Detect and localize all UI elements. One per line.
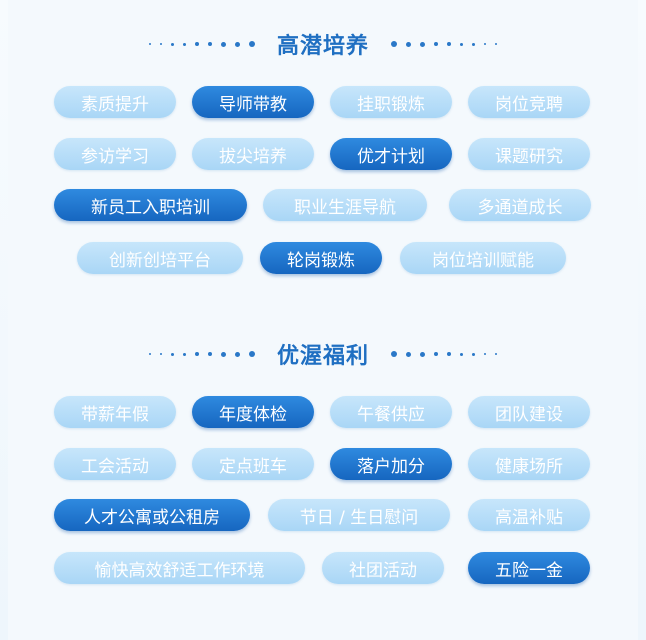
tag-item: 创新创培平台 (77, 242, 243, 274)
dots-left (148, 41, 255, 47)
tag-item: 课题研究 (468, 138, 590, 170)
tag-item: 年度体检 (192, 396, 314, 428)
tag-item: 高温补贴 (468, 499, 590, 531)
tag-item: 带薪年假 (54, 396, 176, 428)
tag-item: 岗位竞聘 (468, 86, 590, 118)
tag-item: 健康场所 (468, 448, 590, 480)
tag-item: 多通道成长 (449, 189, 591, 221)
section-title-text: 优渥福利 (276, 344, 369, 369)
tag-item: 定点班车 (192, 448, 314, 480)
tag-item: 岗位培训赋能 (400, 242, 566, 274)
dots-left (148, 351, 255, 357)
tag-item: 职业生涯导航 (263, 189, 427, 221)
tag-item: 节日 / 生日慰问 (268, 499, 450, 531)
section-title-talent: 高潜培养 (0, 24, 646, 64)
tag-item: 拔尖培养 (192, 138, 314, 170)
tag-item: 挂职锻炼 (330, 86, 452, 118)
tag-item: 素质提升 (54, 86, 176, 118)
tag-item: 新员工入职培训 (54, 189, 247, 221)
tag-item: 落户加分 (330, 448, 452, 480)
tag-item: 人才公寓或公租房 (54, 499, 250, 531)
tag-item: 五险一金 (468, 552, 590, 584)
dots-right (391, 41, 497, 47)
tag-item: 优才计划 (330, 138, 452, 170)
tag-item: 参访学习 (54, 138, 176, 170)
dots-right (391, 351, 497, 357)
tag-item: 工会活动 (54, 448, 176, 480)
section-title-benefits: 优渥福利 (0, 334, 646, 374)
tag-item: 轮岗锻炼 (260, 242, 382, 274)
section-title-text: 高潜培养 (276, 34, 369, 59)
tag-item: 导师带教 (192, 86, 314, 118)
tag-item: 社团活动 (322, 552, 444, 584)
tag-item: 午餐供应 (330, 396, 452, 428)
tag-item: 愉快高效舒适工作环境 (54, 552, 305, 584)
tag-item: 团队建设 (468, 396, 590, 428)
